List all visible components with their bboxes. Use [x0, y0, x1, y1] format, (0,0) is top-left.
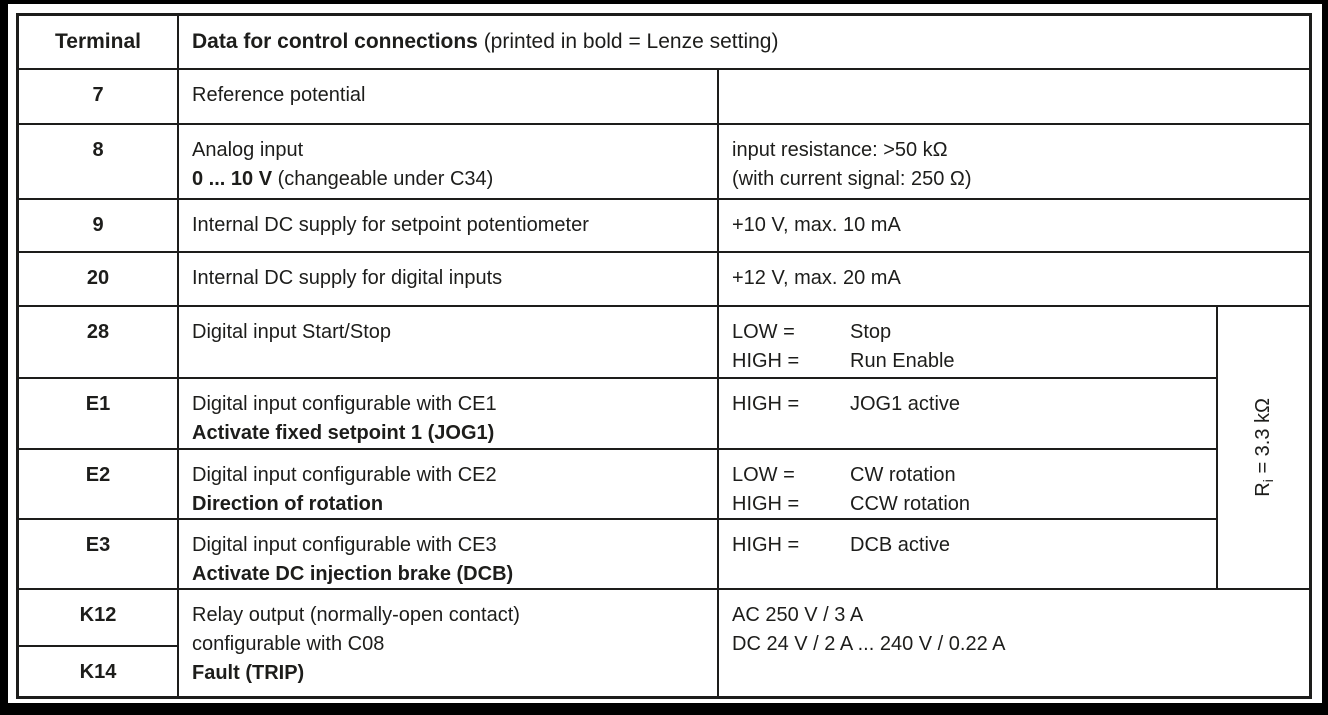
- row-28-description: Digital input Start/Stop: [179, 307, 719, 379]
- level-row-high: HIGH = JOG1 active: [732, 390, 1204, 419]
- description-line-2: 0 ... 10 V (changeable under C34): [192, 165, 705, 194]
- row-e2-description: Digital input configurable with CE2 Dire…: [179, 450, 719, 520]
- row-8-spec: input resistance: >50 kΩ (with current s…: [719, 125, 1309, 200]
- lenze-setting-bold: 0 ... 10 V: [192, 168, 273, 190]
- row-k-spec: AC 250 V / 3 A DC 24 V / 2 A ... 240 V /…: [719, 590, 1309, 696]
- level-label: HIGH =: [732, 493, 800, 515]
- lenze-setting-bold: Direction of rotation: [192, 493, 384, 515]
- lenze-setting-bold: Activate DC injection brake (DCB): [192, 563, 514, 585]
- row-k-description: Relay output (normally-open contact) con…: [179, 590, 719, 696]
- resistance-symbol: R: [1252, 482, 1274, 497]
- row-7-spec: [719, 70, 1309, 125]
- terminal-number: E1: [85, 393, 111, 415]
- row-k12-terminal: K12: [19, 590, 179, 647]
- terminal-number: E2: [85, 464, 111, 486]
- row-7-description: Reference potential: [179, 70, 719, 125]
- header-terminal-column: Terminal: [19, 16, 179, 70]
- description-text: Digital input Start/Stop: [192, 321, 391, 343]
- level-label: LOW =: [732, 464, 795, 486]
- header-terminal-label: Terminal: [55, 30, 141, 53]
- level-label: HIGH =: [732, 393, 800, 415]
- row-28-spec: LOW = Stop HIGH = Run Enable: [719, 307, 1218, 379]
- spec-line-2: (with current signal: 250 Ω): [732, 168, 972, 190]
- level-value: Stop: [850, 321, 892, 343]
- row-e1-terminal: E1: [19, 379, 179, 450]
- row-20-description: Internal DC supply for digital inputs: [179, 253, 719, 307]
- resistance-value: = 3.3 kΩ: [1252, 398, 1274, 480]
- level-value: Run Enable: [850, 350, 955, 372]
- lenze-setting-bold: Activate fixed setpoint 1 (JOG1): [192, 422, 495, 444]
- row-e2-spec: LOW = CW rotation HIGH = CCW rotation: [719, 450, 1218, 520]
- level-label: HIGH =: [732, 350, 800, 372]
- row-28-terminal: 28: [19, 307, 179, 379]
- description-line-1: Relay output (normally-open contact): [192, 604, 520, 626]
- description-line-1: Digital input configurable with CE2: [192, 464, 497, 486]
- level-row-low: LOW = Stop: [732, 318, 1204, 347]
- spec-line-1: input resistance: >50 kΩ: [732, 139, 948, 161]
- header-title: Data for control connections (printed in…: [179, 16, 1309, 70]
- spec-line-1: AC 250 V / 3 A: [732, 604, 864, 626]
- row-e1-description: Digital input configurable with CE1 Acti…: [179, 379, 719, 450]
- document-page: Terminal Data for control connections (p…: [8, 4, 1322, 703]
- lenze-setting-bold: Fault (TRIP): [192, 662, 305, 684]
- terminal-number: E3: [85, 534, 111, 556]
- spec-text: +12 V, max. 20 mA: [732, 267, 901, 289]
- description-note: (changeable under C34): [272, 168, 494, 190]
- terminal-number: 8: [92, 139, 104, 161]
- description-line-1: Analog input: [192, 139, 304, 161]
- description-line-1: Digital input configurable with CE3: [192, 534, 497, 556]
- row-9-terminal: 9: [19, 200, 179, 253]
- description-text: Internal DC supply for setpoint potentio…: [192, 214, 589, 236]
- resistance-subscript: i: [1260, 479, 1276, 483]
- terminal-number: K14: [79, 661, 117, 683]
- spec-line-2: DC 24 V / 2 A ... 240 V / 0.22 A: [732, 633, 1006, 655]
- spec-text: +10 V, max. 10 mA: [732, 214, 901, 236]
- terminal-number: K12: [79, 604, 117, 626]
- terminal-number: 20: [86, 267, 110, 289]
- terminal-number: 7: [92, 84, 104, 106]
- terminal-number: 28: [86, 321, 110, 343]
- level-row-high: HIGH = DCB active: [732, 531, 1204, 560]
- level-label: LOW =: [732, 321, 795, 343]
- header-title-note: (printed in bold = Lenze setting): [477, 30, 779, 53]
- level-value: CCW rotation: [850, 493, 971, 515]
- level-row-high: HIGH = Run Enable: [732, 347, 1204, 376]
- row-e1-spec: HIGH = JOG1 active: [719, 379, 1218, 450]
- row-e3-terminal: E3: [19, 520, 179, 590]
- terminal-data-table: Terminal Data for control connections (p…: [16, 13, 1312, 699]
- row-9-spec: +10 V, max. 10 mA: [719, 200, 1309, 253]
- row-e2-terminal: E2: [19, 450, 179, 520]
- level-row-high: HIGH = CCW rotation: [732, 490, 1204, 518]
- level-label: HIGH =: [732, 534, 800, 556]
- row-8-description: Analog input 0 ... 10 V (changeable unde…: [179, 125, 719, 200]
- level-value: CW rotation: [850, 464, 956, 486]
- level-value: DCB active: [850, 534, 951, 556]
- row-7-terminal: 7: [19, 70, 179, 125]
- level-value: JOG1 active: [850, 393, 961, 415]
- row-8-terminal: 8: [19, 125, 179, 200]
- header-title-bold: Data for control connections: [192, 30, 478, 53]
- description-text: Reference potential: [192, 84, 366, 106]
- row-9-description: Internal DC supply for setpoint potentio…: [179, 200, 719, 253]
- terminal-number: 9: [92, 214, 104, 236]
- row-20-spec: +12 V, max. 20 mA: [719, 253, 1309, 307]
- level-row-low: LOW = CW rotation: [732, 461, 1204, 490]
- row-e3-description: Digital input configurable with CE3 Acti…: [179, 520, 719, 590]
- internal-resistance-note-cell: Ri = 3.3 kΩ: [1218, 307, 1309, 590]
- description-line-1: Digital input configurable with CE1: [192, 393, 497, 415]
- row-e3-spec: HIGH = DCB active: [719, 520, 1218, 590]
- description-text: Internal DC supply for digital inputs: [192, 267, 503, 289]
- row-k14-terminal: K14: [19, 647, 179, 696]
- description-line-2: configurable with C08: [192, 633, 385, 655]
- row-20-terminal: 20: [19, 253, 179, 307]
- internal-resistance-note: Ri = 3.3 kΩ: [1249, 398, 1278, 497]
